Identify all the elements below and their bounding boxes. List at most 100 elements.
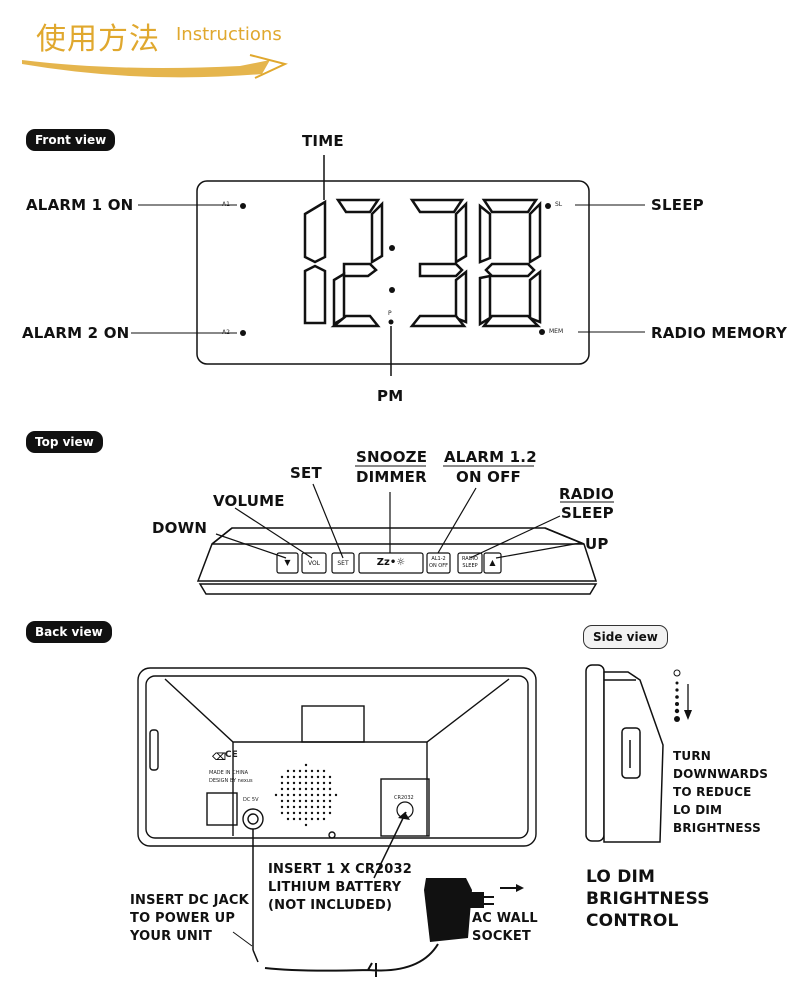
speaker-hole (304, 805, 308, 809)
speaker-hole (298, 781, 302, 785)
back-unit (137, 667, 537, 847)
radio-button-bottom: SLEEP (462, 563, 478, 569)
alarm1-label: ALARM 1 ON (26, 196, 134, 214)
dc-cord (264, 943, 439, 977)
side-unit (585, 664, 664, 843)
onoff-label: ON OFF (456, 468, 521, 486)
battery-2: LITHIUM BATTERY (268, 880, 402, 895)
radio-memory-label: RADIO MEMORY (651, 324, 788, 342)
speaker-hole (304, 787, 308, 791)
insert-jack-2: TO POWER UP (130, 911, 236, 926)
speaker-grille (274, 763, 338, 827)
alarm2-label: ALARM 2 ON (22, 324, 130, 342)
speaker-hole (286, 811, 290, 815)
turn-1: TURN (673, 749, 712, 763)
down-label: DOWN (152, 519, 208, 537)
speaker-hole (298, 787, 302, 791)
svg-text:⌫: ⌫ (211, 752, 226, 763)
speaker-hole (328, 781, 332, 785)
speaker-hole (322, 799, 326, 803)
speaker-hole (286, 775, 290, 779)
speaker-hole (292, 817, 296, 821)
speaker-hole (328, 787, 332, 791)
speaker-hole (310, 781, 314, 785)
speaker-hole (292, 775, 296, 779)
header-title-en: Instructions (176, 24, 282, 45)
dc-mark: DC 5V (243, 797, 259, 803)
speaker-hole (286, 769, 290, 773)
speaker-hole (328, 799, 332, 803)
battery-3: (NOT INCLUDED) (268, 898, 393, 913)
speaker-hole (328, 811, 332, 815)
speaker-hole (316, 799, 320, 803)
speaker-hole (322, 805, 326, 809)
radio-button-top: RADIO (462, 556, 478, 562)
turn-3: TO REDUCE (673, 785, 752, 799)
set-button: SET (337, 560, 349, 567)
speaker-hole (304, 799, 308, 803)
speaker-hole (286, 817, 290, 821)
speaker-hole (304, 775, 308, 779)
speaker-hole (328, 805, 332, 809)
speaker-hole (298, 811, 302, 815)
insert-jack-3: YOUR UNIT (130, 929, 213, 944)
made-in-mark: MADE IN CHINA (209, 770, 249, 776)
up-button: ▲ (489, 558, 496, 567)
alarm-button-bottom: ON OFF (429, 563, 448, 569)
speaker-hole (304, 781, 308, 785)
speaker-hole (280, 811, 284, 815)
side-view-heading: Side view (583, 625, 668, 649)
speaker-hole (304, 763, 308, 767)
snooze-label: SNOOZE (356, 448, 428, 466)
insert-jack-1: INSERT DC JACK (130, 893, 249, 908)
time-label: TIME (302, 132, 344, 150)
sleep-label: SLEEP (651, 196, 704, 214)
header-swoosh (22, 60, 270, 78)
speaker-hole (310, 805, 314, 809)
turn-4: LO DIM (673, 803, 723, 817)
speaker-hole (286, 781, 290, 785)
speaker-hole (298, 793, 302, 797)
alarm-button-top: AL1-2 (431, 556, 446, 562)
speaker-hole (292, 769, 296, 773)
speaker-hole (286, 805, 290, 809)
alarm12-label: ALARM 1.2 (444, 448, 537, 466)
speaker-hole (280, 781, 284, 785)
turn-5: BRIGHTNESS (673, 821, 761, 835)
speaker-hole (322, 781, 326, 785)
speaker-hole (304, 817, 308, 821)
back-view-heading: Back view (26, 621, 112, 643)
speaker-hole (316, 775, 320, 779)
speaker-hole (310, 799, 314, 803)
mem-indicator: MEM (549, 328, 564, 335)
speaker-hole (322, 769, 326, 773)
speaker-hole (286, 787, 290, 791)
speaker-hole (334, 793, 338, 797)
speaker-hole (298, 775, 302, 779)
speaker-hole (310, 793, 314, 797)
speaker-hole (298, 769, 302, 773)
dimmer-label: DIMMER (356, 468, 427, 486)
down-button: ▼ (284, 558, 291, 567)
up-label: UP (585, 535, 609, 553)
speaker-hole (316, 781, 320, 785)
speaker-hole (322, 817, 326, 821)
vol-button: VOL (307, 560, 321, 567)
speaker-hole (304, 793, 308, 797)
speaker-hole (316, 787, 320, 791)
speaker-hole (322, 811, 326, 815)
speaker-hole (328, 775, 332, 779)
speaker-hole (280, 805, 284, 809)
speaker-hole (298, 799, 302, 803)
a2-indicator: A2 (222, 329, 230, 336)
lodim-1: LO DIM (586, 867, 656, 887)
ac-1: AC WALL (472, 911, 538, 926)
speaker-hole (304, 823, 308, 827)
speaker-hole (322, 793, 326, 797)
a1-indicator: A1 (222, 201, 230, 208)
set-label: SET (290, 464, 322, 482)
display-digits (303, 198, 542, 328)
speaker-hole (316, 817, 320, 821)
turn-2: DOWNWARDS (673, 767, 769, 781)
